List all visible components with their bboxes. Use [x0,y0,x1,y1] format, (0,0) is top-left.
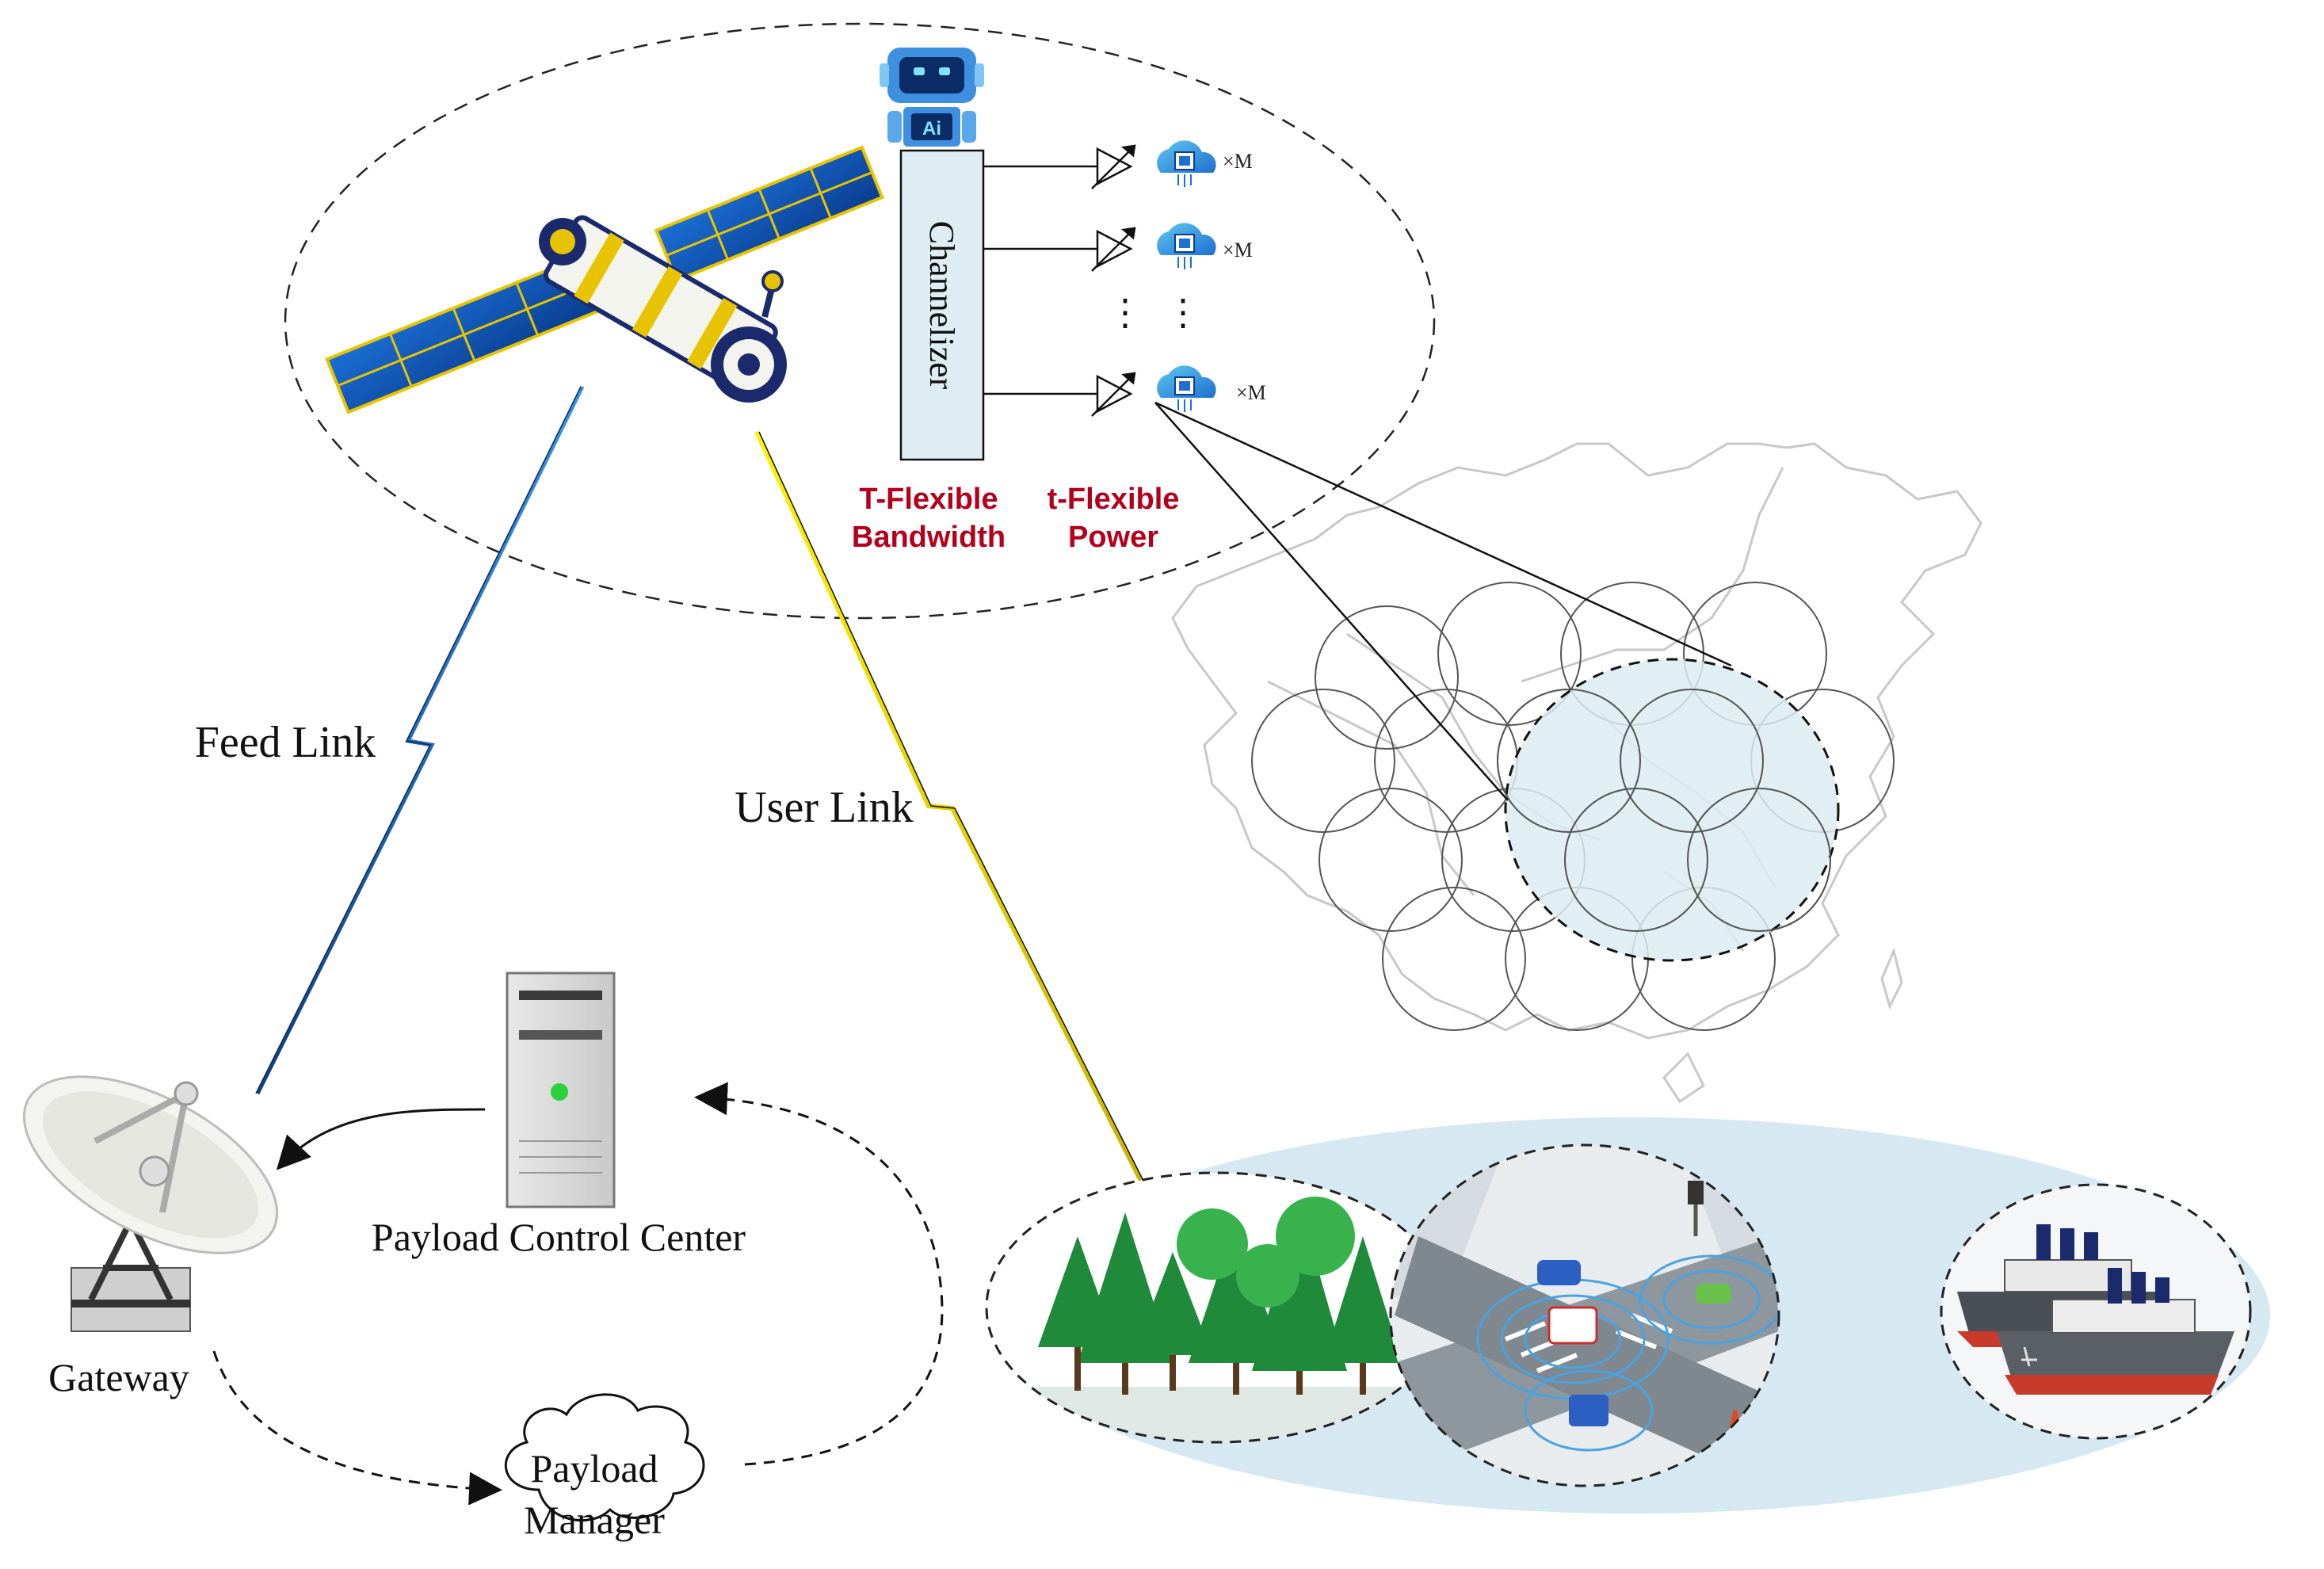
multiplier-label: ×M [1236,381,1266,404]
amplifier-icon [1091,144,1136,417]
power-label-line2: Power [1068,521,1158,554]
highlighted-coverage-area [1504,658,1840,962]
multiplier-label: ×M [1223,150,1253,173]
satellite-dish-icon [22,1075,279,1332]
ellipsis-dots: ⋮ [1107,292,1143,333]
user-link-label: User Link [735,783,914,832]
gateway-label: Gateway [48,1355,189,1399]
payload-manager-cloud [504,1393,705,1522]
control-arrow [276,1108,486,1170]
channelizer-label: Channelizer [922,221,961,390]
payload-boundary-ellipse [284,22,1436,620]
payload-control-center-label: Payload Control Center [372,1215,746,1259]
forest-icon [985,1171,1448,1444]
bandwidth-label-line2: Bandwidth [852,521,1006,554]
beam-projection-lines [1154,401,1732,801]
channelizer-box [899,149,985,461]
multiplier-label: ×M [1223,239,1253,262]
power-label-line1: t-Flexible [1048,483,1180,516]
gateway-to-manager-arrow [212,1350,502,1506]
payload-manager-label-line2: Manager [524,1498,665,1542]
payload-manager-label-line1: Payload [530,1446,658,1491]
ellipsis-dots: ⋮ [1165,292,1201,333]
ai-robot-icon: Ai [880,48,984,147]
smart-city-icon [1389,1143,1780,1487]
feed-link-label: Feed Link [195,718,376,767]
cloud-chip-icon [1157,140,1216,412]
beam-coverage-circles-overlay [1497,689,1831,932]
satellite-icon [324,145,884,414]
ai-badge: Ai [922,118,941,139]
channel-lines [983,165,1097,395]
manager-to-control-arrow [694,1082,944,1466]
bandwidth-label-line1: T-Flexible [859,483,998,516]
server-icon [506,972,616,1208]
ships-icon [1940,1183,2252,1440]
